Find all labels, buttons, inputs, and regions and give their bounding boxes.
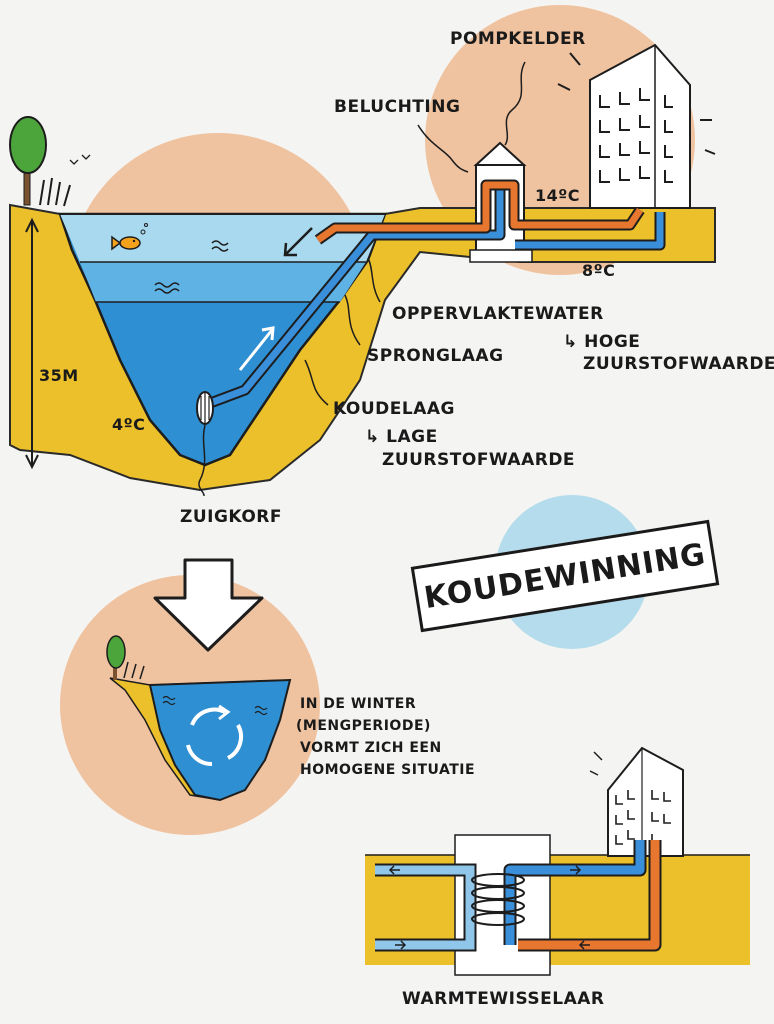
- callout-oppervlaktewater: [367, 257, 381, 303]
- label-winter-line-4: HOMOGENE SITUATIE: [300, 762, 476, 778]
- label-winter-line-3: VORMT ZICH EEN: [300, 740, 442, 756]
- label-zuigkorf: ZUIGKORF: [180, 507, 282, 527]
- flow-arrow-up: [238, 326, 275, 371]
- label-spronglaag: SPRONGLAAG: [367, 346, 504, 366]
- tree-icon: [9, 116, 91, 207]
- label-winter-line-1: IN DE WINTER: [300, 696, 417, 712]
- label-hoge: ↳ HOGE: [563, 332, 641, 352]
- down-arrow: [153, 558, 264, 652]
- depth-arrow: [25, 217, 39, 470]
- return-pipe-orange: [314, 179, 645, 245]
- label-winter-line-2: (MENGPERIODE): [296, 718, 431, 734]
- callout-spronglaag: [344, 294, 361, 346]
- mixing-cycle-icon: [186, 704, 244, 767]
- fish-icon: [111, 223, 148, 251]
- label-warmtewisselaar: WARMTEWISSELAAR: [402, 989, 605, 1009]
- callout-beluchting: [417, 124, 469, 173]
- label-hoge-zuurstofwaarde: ZUURSTOFWAARDE: [583, 354, 774, 374]
- callout-koudelaag: [304, 359, 329, 406]
- suction-basket-icon: [196, 391, 214, 425]
- label-temp-8: 8ºC: [582, 261, 616, 280]
- intake-pipe: [203, 190, 506, 411]
- heat-exchanger-section: [365, 746, 750, 976]
- label-beluchting: BELUCHTING: [334, 97, 461, 117]
- middle-water-layer: [80, 262, 366, 302]
- callout-pompkelder: [504, 61, 526, 146]
- wave-icon: [162, 695, 176, 706]
- wave-icon: [211, 240, 229, 252]
- surface-water-layer: [60, 214, 385, 262]
- wave-icon: [254, 705, 268, 716]
- label-lage-zuurstofwaarde: ZUURSTOFWAARDE: [382, 450, 576, 470]
- flow-arrow-down: [283, 227, 313, 257]
- label-pompkelder: POMPKELDER: [450, 29, 586, 49]
- winter-lake-water: [148, 678, 292, 802]
- label-depth: 35M: [39, 366, 79, 385]
- winter-tree-icon: [106, 635, 145, 680]
- wave-icon: [154, 282, 180, 294]
- label-koudelaag: KOUDELAAG: [333, 399, 455, 419]
- label-temp-4: 4ºC: [112, 415, 146, 434]
- apartment-building: [557, 43, 716, 209]
- callout-zuigkorf: [198, 424, 206, 497]
- label-lage: ↳ LAGE: [365, 427, 438, 447]
- cold-supply-pipe: [515, 212, 666, 251]
- label-temp-14: 14ºC: [535, 186, 581, 205]
- label-oppervlaktewater: OPPERVLAKTEWATER: [392, 304, 604, 324]
